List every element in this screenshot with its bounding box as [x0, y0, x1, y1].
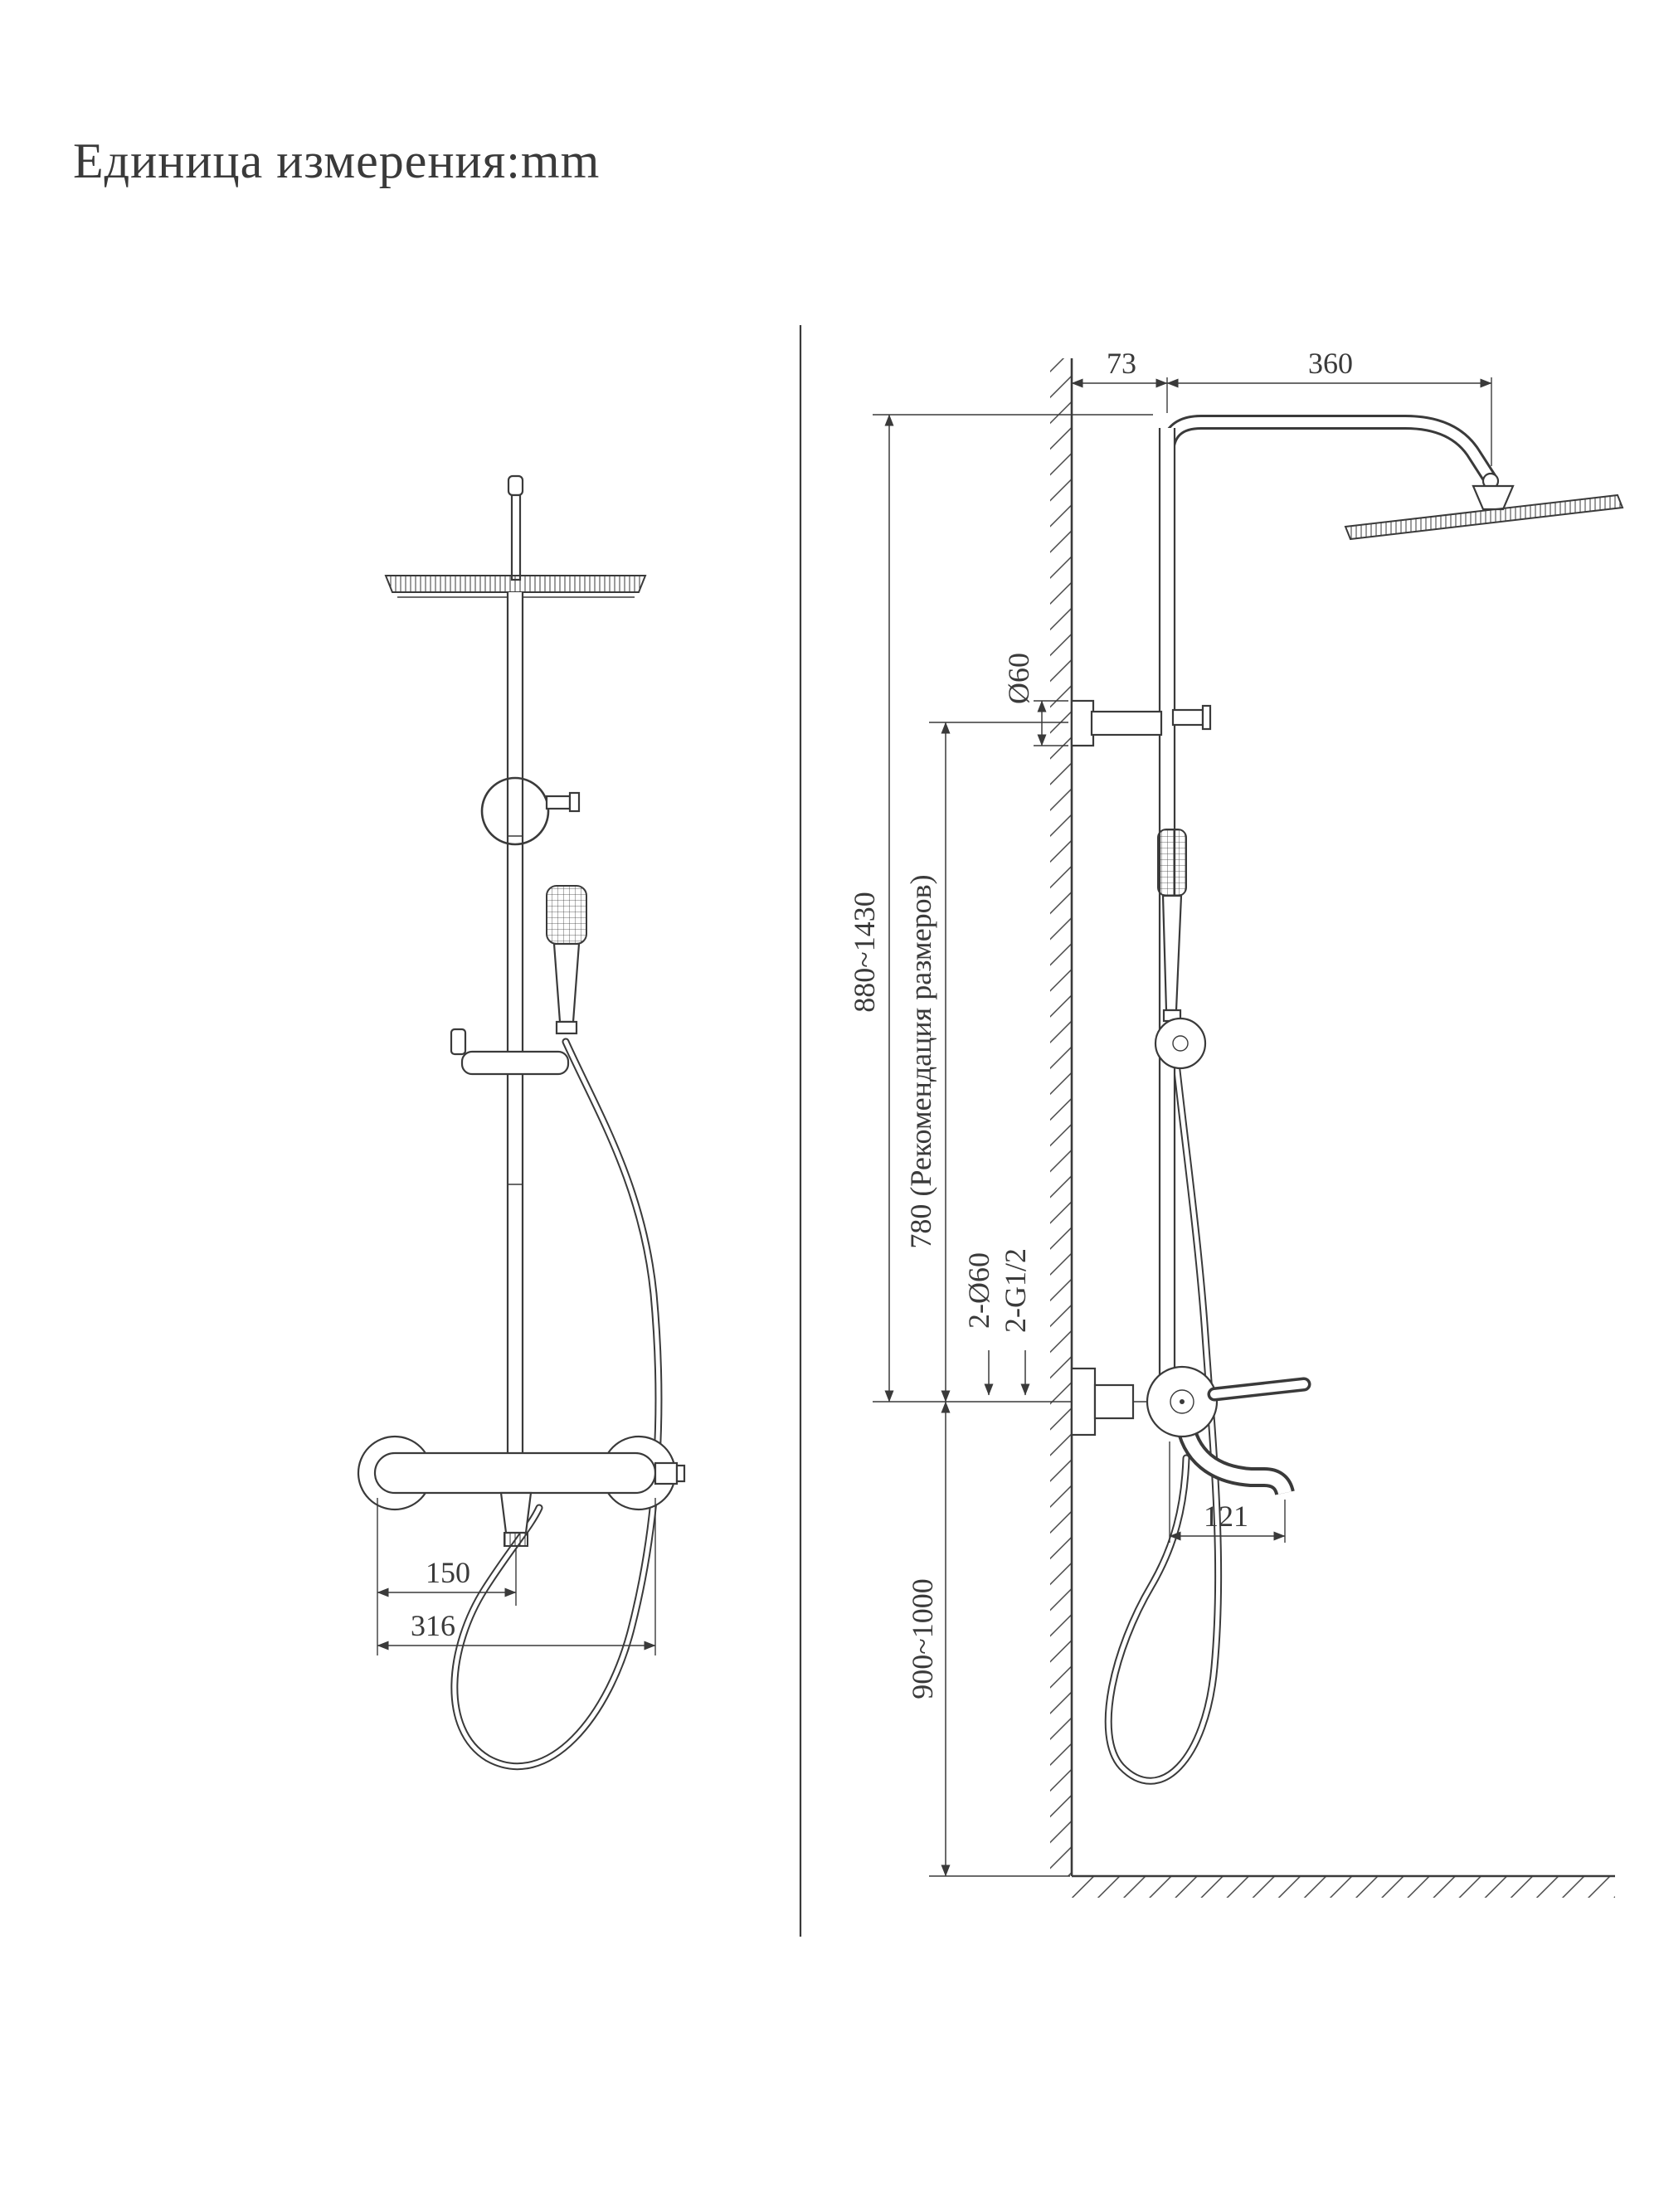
- dim-spout: 121: [1169, 1441, 1286, 1543]
- dim-inlets-diameter-label: 2-Ø60: [962, 1252, 995, 1329]
- side-mixer: [1070, 1365, 1311, 1496]
- dim-recommend: 780 (Рекомендация размеров): [904, 722, 951, 1403]
- dim-top: 73 360: [1071, 347, 1492, 466]
- page-title: Единица измерения:mm: [73, 134, 601, 188]
- wall: [1050, 358, 1073, 1876]
- dim-73-label: 73: [1107, 347, 1136, 380]
- dim-height-range: 880~1430: [848, 414, 894, 1403]
- front-rain-shower-head: [384, 575, 647, 598]
- front-view: 150 316: [357, 474, 686, 1771]
- side-view: 880~1430 780 (Рекомендация размеров) 900…: [848, 347, 1624, 1898]
- dim-inlets: 2-Ø60 2-G1/2: [962, 1248, 1032, 1396]
- front-hose: [450, 1038, 663, 1771]
- dim-recommend-label: 780 (Рекомендация размеров): [904, 874, 937, 1248]
- side-shower-arm: [1160, 415, 1500, 490]
- side-holder-knob: [1154, 1017, 1207, 1070]
- front-holder-ring: [480, 776, 581, 846]
- side-upper-inlet: [1070, 699, 1212, 747]
- front-head-stem: [507, 474, 524, 581]
- side-rain-shower-head: [1344, 484, 1624, 541]
- front-riser-pipe: [506, 592, 524, 1460]
- dim-escutcheon: Ø60: [1002, 653, 1068, 746]
- dim-install-height: 900~1000: [906, 1401, 951, 1877]
- dim-360-label: 360: [1308, 347, 1353, 380]
- side-hose: [1104, 1019, 1223, 1785]
- dim-150-label: 150: [426, 1556, 470, 1589]
- front-mixer-body: [373, 1451, 657, 1495]
- side-hand-shower: [1154, 829, 1207, 1070]
- dim-height-range-label: 880~1430: [848, 892, 881, 1012]
- front-hand-shower: [546, 885, 587, 1035]
- front-dimensions: 150 316: [377, 1498, 656, 1655]
- dim-escutcheon-label: Ø60: [1002, 653, 1035, 704]
- dim-121-label: 121: [1204, 1500, 1248, 1533]
- dim-inlets-thread-label: 2-G1/2: [999, 1248, 1032, 1333]
- front-spout: [499, 1491, 533, 1534]
- dim-316-label: 316: [411, 1609, 455, 1642]
- front-mixer: [357, 1435, 686, 1547]
- front-slider-bracket: [450, 1028, 570, 1076]
- floor: [1072, 1874, 1615, 1898]
- dim-install-height-label: 900~1000: [906, 1578, 939, 1699]
